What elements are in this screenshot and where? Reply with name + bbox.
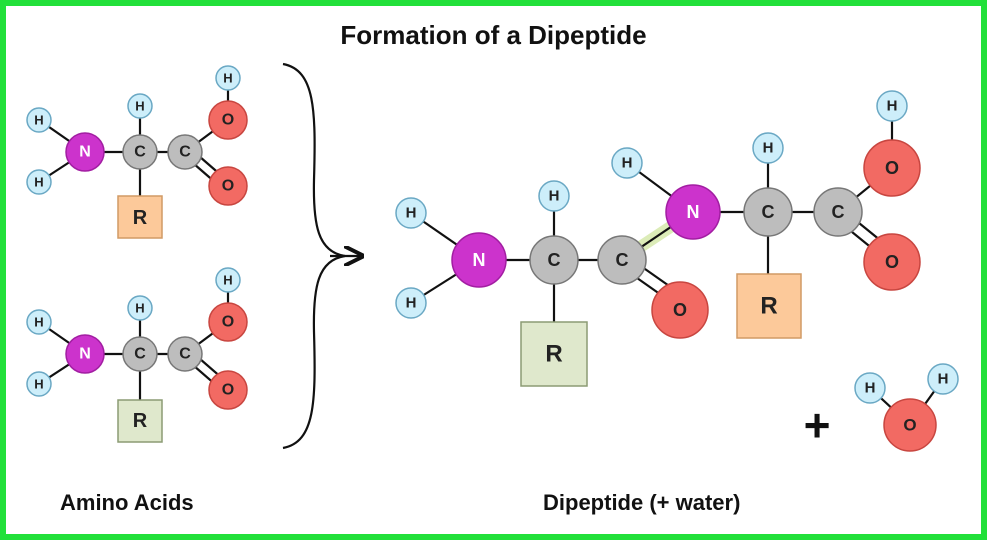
hydrogen-atom: H	[215, 65, 241, 91]
r-group: R	[117, 399, 163, 443]
svg-text:H: H	[622, 155, 633, 172]
svg-text:H: H	[34, 113, 43, 128]
r-group: R	[117, 195, 163, 239]
svg-text:C: C	[134, 144, 146, 161]
svg-text:O: O	[885, 158, 899, 178]
hydrogen-atom: H	[854, 372, 886, 404]
amino-acid-1: H H N H C C H O O R	[26, 65, 248, 239]
carbon-atom: C	[597, 235, 647, 285]
svg-text:N: N	[687, 202, 700, 222]
hydrogen-atom: H	[26, 371, 52, 397]
hydrogen-atom: H	[538, 180, 570, 212]
svg-text:O: O	[222, 112, 234, 129]
svg-text:H: H	[549, 188, 560, 205]
svg-text:R: R	[545, 341, 562, 368]
svg-text:H: H	[223, 273, 232, 288]
svg-text:C: C	[179, 144, 191, 161]
svg-text:N: N	[79, 346, 91, 363]
oxygen-atom: O	[863, 233, 921, 291]
svg-text:R: R	[133, 410, 148, 432]
svg-text:O: O	[885, 252, 899, 272]
oxygen-atom: O	[208, 100, 248, 140]
svg-text:C: C	[616, 250, 629, 270]
svg-text:N: N	[473, 250, 486, 270]
svg-text:H: H	[763, 140, 774, 157]
svg-text:H: H	[406, 295, 417, 312]
r-group: R	[520, 321, 588, 387]
nitrogen-atom: N	[65, 334, 105, 374]
hydrogen-atom: H	[395, 197, 427, 229]
carbon-atom: C	[167, 336, 203, 372]
svg-text:H: H	[34, 377, 43, 392]
dipeptide: H H N H C C O H N H C C H O O R R	[395, 90, 921, 387]
oxygen-atom: O	[208, 166, 248, 206]
hydrogen-atom: H	[752, 132, 784, 164]
carbon-atom: C	[529, 235, 579, 285]
hydrogen-atom: H	[26, 309, 52, 335]
oxygen-atom: O	[208, 302, 248, 342]
svg-text:R: R	[133, 207, 148, 229]
hydrogen-atom: H	[927, 363, 959, 395]
svg-text:C: C	[762, 202, 775, 222]
nitrogen-atom: N	[665, 184, 721, 240]
svg-text:H: H	[406, 205, 417, 222]
amino-acids-caption: Amino Acids	[60, 490, 194, 515]
water-molecule: H H O	[854, 363, 959, 452]
hydrogen-atom: H	[127, 93, 153, 119]
svg-text:H: H	[887, 98, 898, 115]
nitrogen-atom: N	[65, 132, 105, 172]
hydrogen-atom: H	[611, 147, 643, 179]
svg-text:N: N	[79, 144, 91, 161]
svg-text:C: C	[134, 346, 146, 363]
svg-text:O: O	[222, 314, 234, 331]
svg-text:H: H	[938, 371, 949, 388]
svg-text:O: O	[222, 178, 234, 195]
diagram-title: Formation of a Dipeptide	[340, 20, 647, 50]
svg-text:H: H	[135, 99, 144, 114]
hydrogen-atom: H	[26, 169, 52, 195]
svg-text:R: R	[760, 293, 777, 320]
svg-text:H: H	[34, 315, 43, 330]
carbon-atom: C	[122, 336, 158, 372]
amino-acid-2: H H N H C C H O O R	[26, 267, 248, 443]
hydrogen-atom: H	[395, 287, 427, 319]
oxygen-atom: O	[883, 398, 937, 452]
svg-text:O: O	[222, 382, 234, 399]
plus-sign: +	[804, 399, 831, 451]
hydrogen-atom: H	[876, 90, 908, 122]
svg-text:H: H	[865, 380, 876, 397]
carbon-atom: C	[813, 187, 863, 237]
svg-text:H: H	[223, 71, 232, 86]
oxygen-atom: O	[863, 139, 921, 197]
svg-text:O: O	[673, 300, 687, 320]
carbon-atom: C	[122, 134, 158, 170]
r-group: R	[736, 273, 802, 339]
svg-text:H: H	[34, 175, 43, 190]
nitrogen-atom: N	[451, 232, 507, 288]
svg-text:H: H	[135, 301, 144, 316]
oxygen-atom: O	[208, 370, 248, 410]
svg-text:C: C	[832, 202, 845, 222]
oxygen-atom: O	[651, 281, 709, 339]
svg-text:O: O	[903, 416, 916, 435]
svg-text:C: C	[548, 250, 561, 270]
hydrogen-atom: H	[127, 295, 153, 321]
hydrogen-atom: H	[215, 267, 241, 293]
dipeptide-caption: Dipeptide (+ water)	[543, 490, 741, 515]
svg-text:C: C	[179, 346, 191, 363]
carbon-atom: C	[167, 134, 203, 170]
hydrogen-atom: H	[26, 107, 52, 133]
carbon-atom: C	[743, 187, 793, 237]
